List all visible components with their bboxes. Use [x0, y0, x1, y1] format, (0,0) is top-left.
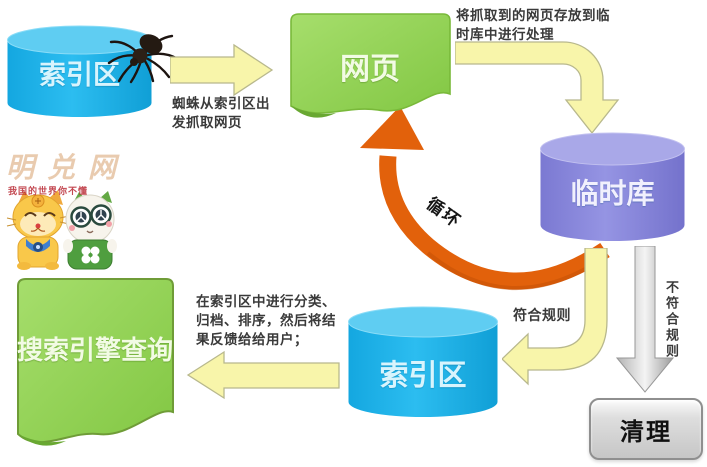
arrow-feedback-left	[186, 350, 340, 400]
loop-arrow	[360, 106, 610, 290]
temp-store-label: 临时库	[570, 178, 655, 209]
classify-note: 在索引区中进行分类、 归档、排序，然后将结 果反馈给给用户；	[196, 294, 336, 347]
spider-icon	[107, 34, 180, 84]
watermark-tagline: 我国的世界你不懂	[8, 186, 89, 196]
index-source-cylinder	[7, 25, 152, 117]
watermark-text: 明兑网	[6, 152, 130, 183]
webpage-shape	[290, 13, 451, 118]
crawl-note: 蜘蛛从索引区出 发抓取网页	[172, 96, 270, 130]
arrow-crawl-right	[170, 43, 274, 97]
webpage-label: 网页	[340, 53, 400, 86]
cleanup-label: 清理	[620, 418, 672, 446]
rule-match-label: 符合规则	[513, 307, 571, 323]
index-source-label: 索引区	[39, 60, 120, 90]
search-query-shape	[17, 278, 174, 446]
cleanup-box: 清理	[589, 398, 703, 460]
search-query-label: 搜索引擎查询	[16, 335, 173, 365]
index-area-cylinder	[348, 306, 498, 417]
rule-mismatch-label: 不符合规则	[664, 280, 679, 360]
arrow-match-elbow	[502, 248, 608, 386]
index-area-label: 索引区	[379, 360, 467, 392]
temp-store-cylinder	[540, 132, 685, 241]
arrow-store-elbow	[455, 41, 620, 135]
mascot-cats-image	[6, 190, 117, 270]
arrow-mismatch-down	[616, 246, 674, 393]
store-note: 将抓取到的网页存放到临 时库中进行处理	[456, 8, 610, 42]
